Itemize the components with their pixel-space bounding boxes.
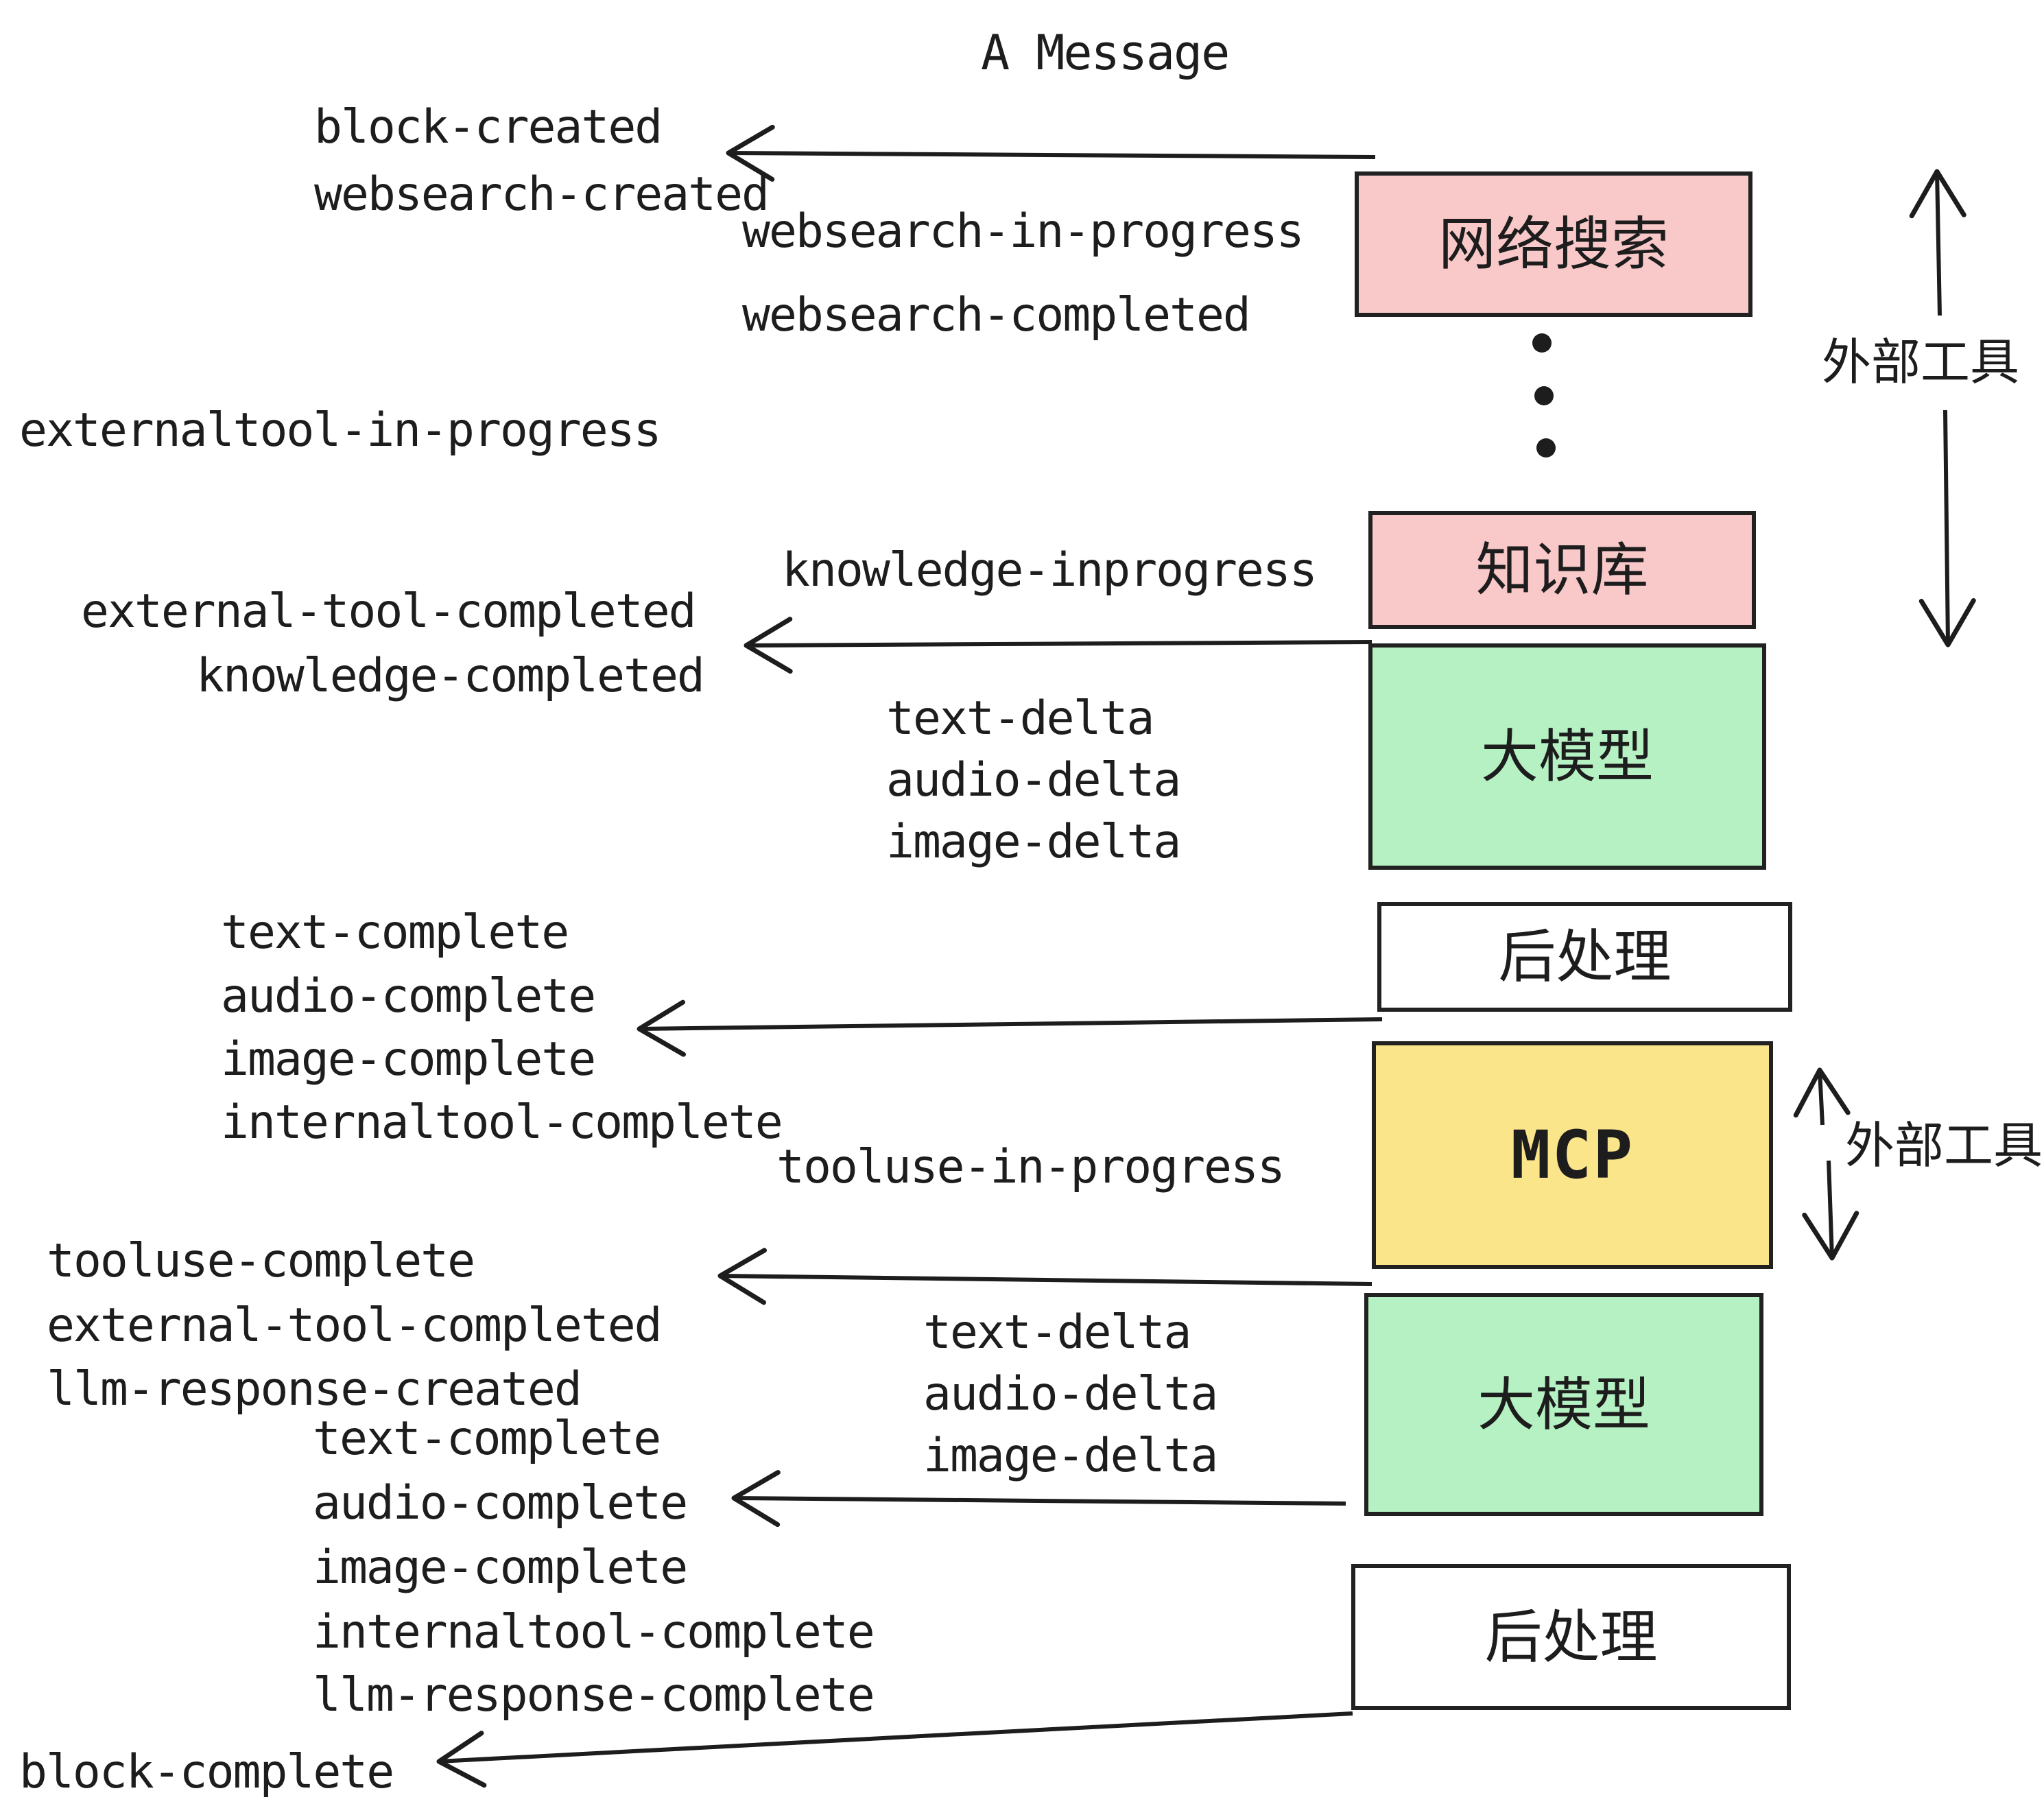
event-image-delta-2: image-delta bbox=[923, 1429, 1218, 1483]
event-image-delta-1: image-delta bbox=[886, 815, 1181, 869]
event-llm-response-complete: llm-response-complete bbox=[313, 1668, 875, 1722]
vertical-ellipsis-icon bbox=[1532, 333, 1556, 458]
event-image-complete-2: image-complete bbox=[313, 1541, 688, 1595]
event-websearch-in-progress: websearch-in-progress bbox=[742, 204, 1305, 259]
mcp-box: MCP bbox=[1372, 1041, 1773, 1269]
event-websearch-completed: websearch-completed bbox=[742, 288, 1251, 342]
event-external-tool-completed-2: external-tool-completed bbox=[47, 1298, 663, 1353]
event-llm-response-created: llm-response-created bbox=[47, 1362, 582, 1416]
page-title: A Message bbox=[981, 25, 1230, 81]
external-tools-label-2: 外部工具 bbox=[1845, 1117, 2043, 1174]
event-text-delta-2: text-delta bbox=[923, 1305, 1191, 1360]
event-block-created: block-created bbox=[314, 100, 663, 154]
arrow-to-websearch-created bbox=[726, 124, 1376, 182]
event-image-complete-1: image-complete bbox=[221, 1032, 596, 1087]
event-text-delta-1: text-delta bbox=[886, 691, 1154, 746]
postprocess-box-2-label: 后处理 bbox=[1484, 1603, 1658, 1671]
event-tooluse-in-progress: tooluse-in-progress bbox=[776, 1140, 1285, 1194]
arrow-to-audio-complete bbox=[731, 1470, 1346, 1528]
event-audio-complete-2: audio-complete bbox=[313, 1476, 688, 1530]
external-tools-2-arrow-up bbox=[1793, 1067, 1851, 1126]
arrow-to-tooluse-complete bbox=[717, 1248, 1372, 1305]
arrow-to-knowledge-completed bbox=[744, 617, 1372, 674]
external-tools-1-arrow-down bbox=[1918, 410, 1976, 648]
event-externaltool-in-progress: externaltool-in-progress bbox=[19, 403, 662, 458]
llm-box-2: 大模型 bbox=[1364, 1293, 1763, 1516]
event-internaltool-complete-2: internaltool-complete bbox=[313, 1605, 875, 1659]
external-tools-label-1: 外部工具 bbox=[1822, 333, 2020, 391]
mcp-box-label: MCP bbox=[1510, 1117, 1635, 1194]
websearch-box-label: 网络搜索 bbox=[1438, 211, 1669, 278]
llm-box-2-label: 大模型 bbox=[1477, 1370, 1650, 1438]
arrow-to-image-complete bbox=[637, 999, 1383, 1057]
postprocess-box-2: 后处理 bbox=[1351, 1564, 1791, 1710]
event-external-tool-completed-1: external-tool-completed bbox=[81, 584, 697, 639]
event-block-complete: block-complete bbox=[19, 1745, 394, 1799]
event-audio-delta-2: audio-delta bbox=[923, 1367, 1218, 1421]
event-internaltool-complete-1: internaltool-complete bbox=[221, 1095, 783, 1150]
arrow-to-block-complete bbox=[436, 1711, 1353, 1788]
llm-box-1-label: 大模型 bbox=[1480, 723, 1654, 790]
event-tooluse-complete: tooluse-complete bbox=[47, 1234, 475, 1288]
websearch-box: 网络搜索 bbox=[1355, 171, 1752, 317]
postprocess-box-1-label: 后处理 bbox=[1498, 923, 1672, 990]
event-knowledge-inprogress: knowledge-inprogress bbox=[782, 543, 1318, 597]
event-audio-complete-1: audio-complete bbox=[221, 969, 596, 1023]
knowledge-box-label: 知识库 bbox=[1475, 536, 1649, 604]
event-audio-delta-1: audio-delta bbox=[886, 753, 1181, 807]
event-knowledge-completed: knowledge-completed bbox=[196, 649, 705, 703]
llm-box-1: 大模型 bbox=[1368, 643, 1766, 870]
postprocess-box-1: 后处理 bbox=[1377, 902, 1792, 1012]
event-text-complete-1: text-complete bbox=[221, 905, 569, 960]
event-text-complete-2: text-complete bbox=[313, 1412, 661, 1466]
event-websearch-created: websearch-created bbox=[314, 167, 770, 222]
knowledge-box: 知识库 bbox=[1368, 511, 1756, 629]
external-tools-2-arrow-down bbox=[1802, 1160, 1859, 1261]
external-tools-1-arrow-up bbox=[1909, 169, 1966, 316]
